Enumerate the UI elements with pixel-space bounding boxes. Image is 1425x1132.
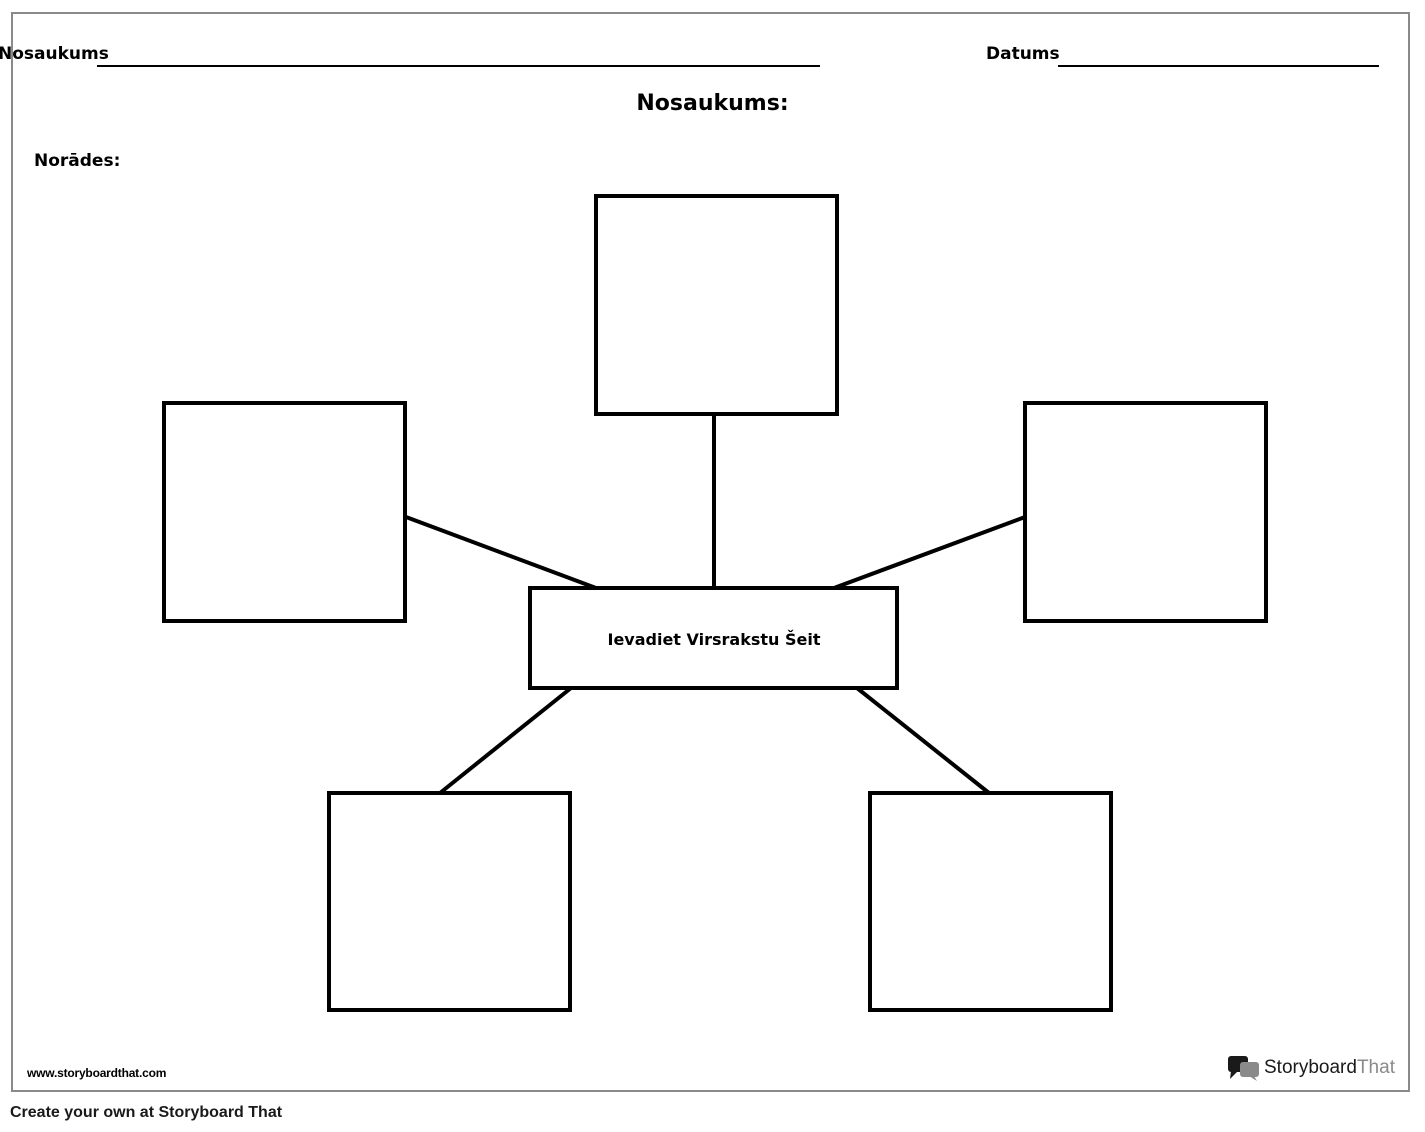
speech-bubbles-icon <box>1228 1056 1259 1081</box>
connector-bottom-left <box>438 686 573 795</box>
connector-right <box>833 515 1026 590</box>
instructions-label: Norādes: <box>34 151 121 171</box>
outer-box-left[interactable] <box>162 401 407 623</box>
outer-box-bottom-right[interactable] <box>868 791 1113 1012</box>
brand-name-light: That <box>1356 1057 1395 1078</box>
name-label: Nosaukums <box>0 44 109 64</box>
date-line[interactable] <box>1058 65 1379 67</box>
brand-logo: StoryboardThat <box>1228 1054 1395 1082</box>
website-url: www.storyboardthat.com <box>27 1066 167 1080</box>
outer-box-bottom-left[interactable] <box>327 791 572 1012</box>
outer-box-top[interactable] <box>594 194 839 416</box>
page-title: Nosaukums: <box>636 91 789 116</box>
date-label: Datums <box>986 44 1060 64</box>
brand-name: StoryboardThat <box>1264 1057 1395 1079</box>
create-your-own-link[interactable]: Create your own at Storyboard That <box>10 1104 283 1121</box>
brand-name-main: Storyboard <box>1264 1057 1357 1078</box>
name-line[interactable] <box>97 65 820 67</box>
connector-left <box>405 515 597 590</box>
center-box[interactable] <box>528 586 899 690</box>
connector-bottom-right <box>855 686 991 795</box>
outer-box-right[interactable] <box>1023 401 1268 623</box>
center-label: Ievadiet Virsrakstu Šeit <box>607 630 820 649</box>
